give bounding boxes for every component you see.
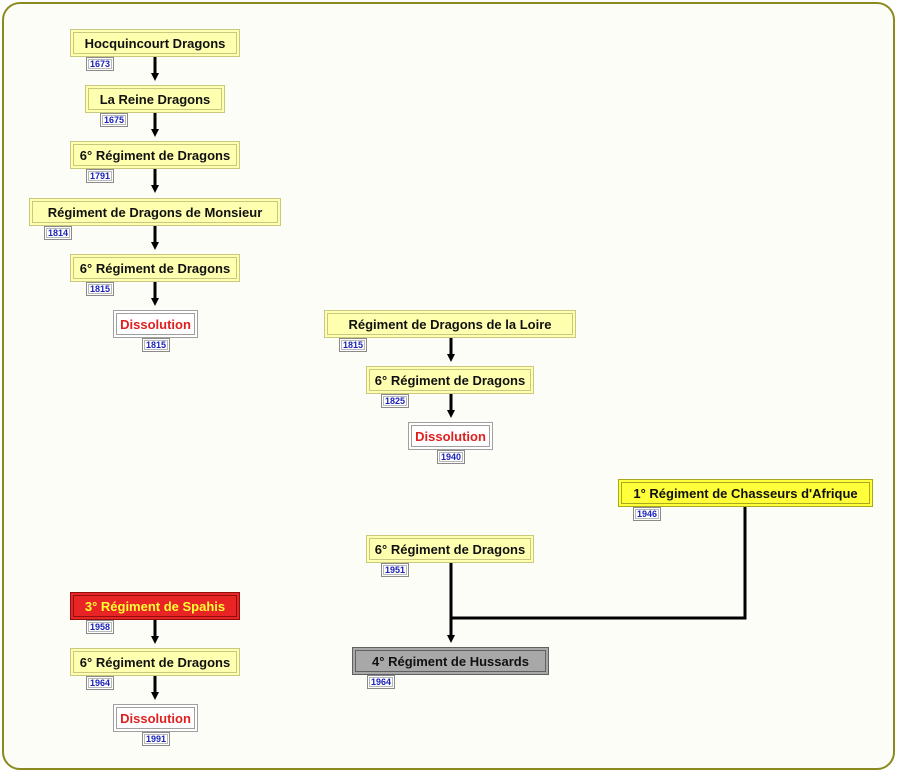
year-1991: 1991 [142, 732, 170, 746]
node-hocquincourt[interactable]: Hocquincourt Dragons [70, 29, 240, 57]
year-1673: 1673 [86, 57, 114, 71]
year-1825: 1825 [381, 394, 409, 408]
year-1951: 1951 [381, 563, 409, 577]
year-1958: 1958 [86, 620, 114, 634]
year-1815: 1815 [86, 282, 114, 296]
node-3e-spahis[interactable]: 3° Régiment de Spahis [70, 592, 240, 620]
node-6e-dragons-1791[interactable]: 6° Régiment de Dragons [70, 141, 240, 169]
node-dissolution-1815[interactable]: Dissolution [113, 310, 198, 338]
year-1791: 1791 [86, 169, 114, 183]
year-loire-1815: 1815 [339, 338, 367, 352]
node-dissolution-1940[interactable]: Dissolution [408, 422, 493, 450]
merge-line-chasseurs [451, 507, 747, 620]
node-dragons-monsieur[interactable]: Régiment de Dragons de Monsieur [29, 198, 281, 226]
node-la-reine[interactable]: La Reine Dragons [85, 85, 225, 113]
node-6e-dragons-1825[interactable]: 6° Régiment de Dragons [366, 366, 534, 394]
year-1964: 1964 [86, 676, 114, 690]
year-1940: 1940 [437, 450, 465, 464]
node-6e-dragons-1815[interactable]: 6° Régiment de Dragons [70, 254, 240, 282]
node-chasseurs-afrique[interactable]: 1° Régiment de Chasseurs d'Afrique [618, 479, 873, 507]
year-1675: 1675 [100, 113, 128, 127]
node-dragons-loire[interactable]: Régiment de Dragons de la Loire [324, 310, 576, 338]
node-6e-dragons-1951[interactable]: 6° Régiment de Dragons [366, 535, 534, 563]
year-1814: 1814 [44, 226, 72, 240]
year-dissolution-1815: 1815 [142, 338, 170, 352]
node-dissolution-1991[interactable]: Dissolution [113, 704, 198, 732]
year-hussards-1964: 1964 [367, 675, 395, 689]
node-6e-dragons-1964[interactable]: 6° Régiment de Dragons [70, 648, 240, 676]
year-1946: 1946 [633, 507, 661, 521]
node-4e-hussards[interactable]: 4° Régiment de Hussards [352, 647, 549, 675]
